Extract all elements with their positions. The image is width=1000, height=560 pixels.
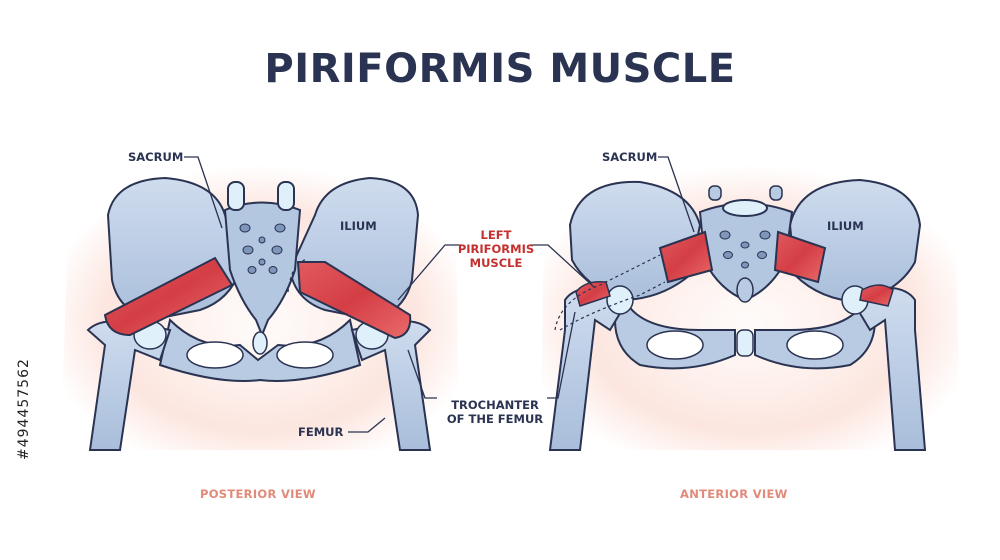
label-ilium-anterior: ILIUM [827,219,864,233]
label-piriformis-line3: MUSCLE [469,256,523,270]
anterior-coccyx [736,277,754,303]
anterior-sacral-foramina [719,230,771,269]
leader-trochanter-anterior [547,311,576,399]
anterior-left-piriformis [773,230,827,284]
posterior-coccyx [252,331,268,355]
anterior-right-trochanter-muscle [575,280,611,307]
stock-id: #494457562 [16,358,32,460]
posterior-obturator-right [276,341,334,369]
anterior-obturator-right [646,330,704,360]
anterior-left-ilium [788,178,922,304]
leader-sacrum-left [184,156,223,229]
label-trochanter-line1: TROCHANTER [451,398,539,412]
leader-trochanter [407,349,437,399]
pubic-symphysis [736,329,754,357]
label-trochanter-line2: OF THE FEMUR [446,412,544,426]
label-posterior-view: POSTERIOR VIEW [200,487,316,501]
label-left-piriformis-muscle: LEFT PIRIFORMIS MUSCLE [455,228,537,270]
sacral-foramina [239,223,286,274]
label-sacrum-posterior: SACRUM [128,150,184,164]
posterior-sacrum [223,201,302,338]
leader-piriformis-anterior [530,244,596,289]
anterior-view [530,156,960,451]
anterior-vertebra [722,199,768,217]
posterior-obturator-left [186,341,244,369]
posterior-view [60,156,462,451]
anterior-right-femoral-head [606,285,634,315]
posterior-vertebra-left [227,181,245,211]
anterior-piriformis-outline-dashed-2 [559,281,666,331]
label-trochanter-of-femur: TROCHANTER OF THE FEMUR [440,398,550,426]
label-sacrum-anterior: SACRUM [602,150,658,164]
label-anterior-view: ANTERIOR VIEW [680,487,788,501]
leader-piriformis [397,244,462,301]
posterior-piriformis-outline-dashed [287,259,306,293]
posterior-left-piriformis [296,261,412,340]
anterior-obturator-left [786,330,844,360]
leader-femur [348,417,386,433]
leader-sacrum-right [658,156,695,233]
page-title: PIRIFORMIS MUSCLE [264,46,736,92]
anterior-vertebra-tip-left [708,185,722,201]
anterior-right-piriformis [658,230,714,284]
label-piriformis-line2: PIRIFORMIS [457,242,535,256]
label-piriformis-line1: LEFT [480,228,512,242]
label-femur: FEMUR [298,425,344,439]
anterior-piriformis-outline-dashed [554,254,661,331]
anterior-left-trochanter-muscle [859,284,894,307]
anterior-vertebra-tip-right [769,185,783,201]
label-ilium-posterior: ILIUM [340,219,377,233]
posterior-right-piriformis [103,256,234,337]
posterior-vertebra-right [277,181,295,211]
